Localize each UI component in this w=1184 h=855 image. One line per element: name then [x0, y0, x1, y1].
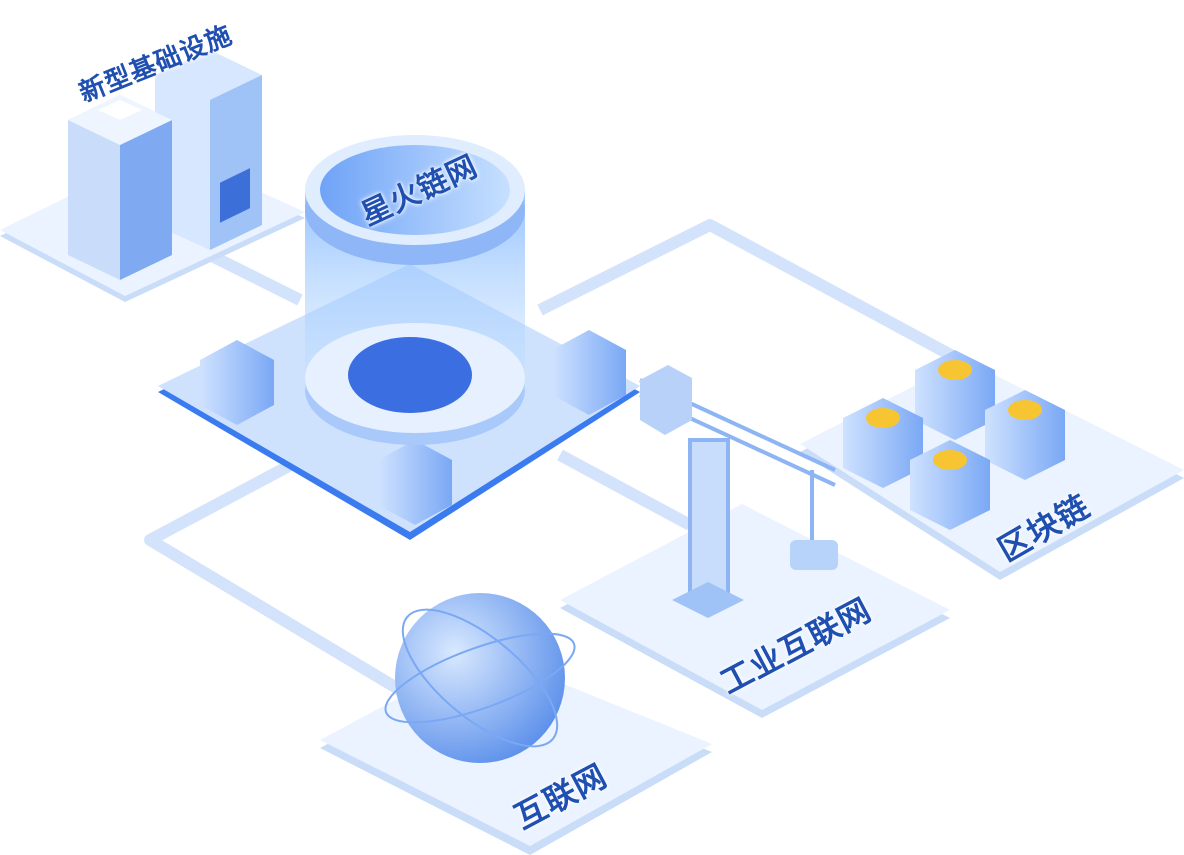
core-platform [158, 135, 692, 540]
server-icon [155, 50, 262, 250]
cube-icon [200, 340, 274, 425]
server-icon [68, 95, 172, 280]
connector-to-internet [144, 454, 404, 696]
connector-to-blockchain [537, 219, 963, 366]
coin-blocks [843, 350, 1065, 530]
infrastructure-platform [0, 50, 305, 302]
internet-platform [320, 593, 712, 855]
cube-icon [552, 330, 626, 415]
crane-load [790, 540, 838, 570]
cube-icon [378, 440, 452, 525]
connector-to-industrial [557, 449, 693, 531]
globe-icon [384, 593, 576, 763]
server-small-icon [640, 365, 692, 435]
blockchain-platform [800, 350, 1184, 580]
